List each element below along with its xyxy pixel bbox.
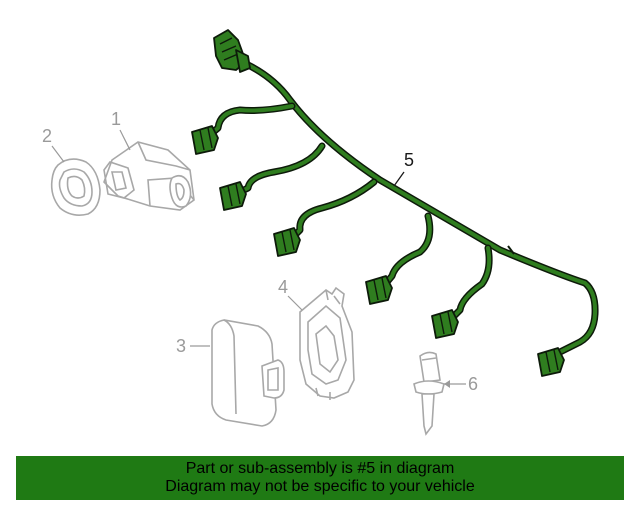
part-2-grommet — [50, 158, 101, 216]
harness-connector-c — [273, 227, 301, 257]
callout-6: 6 — [468, 374, 478, 394]
callout-5: 5 — [404, 150, 414, 170]
harness-connector-b — [219, 181, 247, 211]
part-5-wiring-harness — [191, 29, 599, 377]
leader-2 — [51, 145, 65, 163]
info-banner: Part or sub-assembly is #5 in diagram Di… — [16, 456, 624, 500]
part-4-bracket — [299, 286, 355, 400]
callout-1: 1 — [111, 109, 121, 129]
harness-connector-a — [191, 125, 219, 155]
harness-connector-d — [365, 275, 393, 305]
harness-connector-f — [537, 347, 565, 377]
harness-connector-e — [431, 309, 459, 339]
parts-diagram: 2 1 3 4 6 — [42, 29, 599, 436]
banner-line-2: Diagram may not be specific to your vehi… — [165, 478, 475, 495]
part-6-temperature-sensor — [413, 351, 445, 436]
leader-6-arrow — [444, 380, 450, 388]
callout-2: 2 — [42, 126, 52, 146]
part-1-parking-sensor — [103, 141, 195, 211]
banner-line-1: Part or sub-assembly is #5 in diagram — [185, 460, 455, 477]
leader-1 — [119, 129, 131, 151]
callout-3: 3 — [176, 336, 186, 356]
part-3-control-module — [211, 319, 285, 427]
leader-4 — [287, 295, 303, 311]
leader-5 — [393, 171, 405, 187]
harness-main-connector — [213, 29, 251, 73]
callout-4: 4 — [278, 277, 288, 297]
